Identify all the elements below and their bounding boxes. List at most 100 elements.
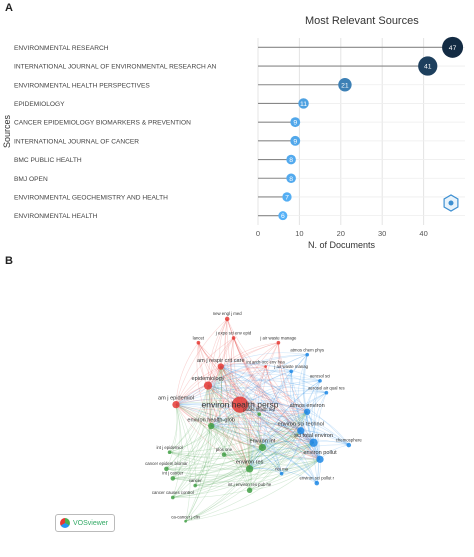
network-edge bbox=[169, 385, 209, 453]
network-node-label: environ pollut bbox=[303, 450, 337, 456]
lollipop-dot bbox=[418, 56, 438, 76]
network-edge bbox=[211, 425, 321, 460]
network-edge bbox=[194, 385, 211, 486]
network-edge bbox=[207, 385, 321, 460]
y-tick-label: ENVIRONMENTAL RESEARCH bbox=[14, 45, 109, 52]
data-label: 21 bbox=[341, 82, 349, 89]
network-edge bbox=[249, 447, 263, 491]
network-edge bbox=[278, 342, 321, 460]
network-edge bbox=[297, 354, 308, 431]
network-edge bbox=[220, 362, 266, 367]
network-node-label: environ sci technol bbox=[278, 422, 324, 428]
network-edge bbox=[262, 380, 321, 448]
network-edge bbox=[300, 392, 327, 431]
y-tick-label: BMJ OPEN bbox=[14, 176, 48, 183]
network-edge bbox=[289, 371, 302, 431]
network-edge bbox=[210, 354, 308, 427]
network-edge bbox=[211, 425, 301, 436]
network-edge bbox=[172, 459, 321, 483]
lollipop-dot bbox=[286, 154, 296, 165]
network-edge bbox=[259, 411, 308, 417]
network-edge bbox=[175, 404, 263, 448]
network-edge bbox=[265, 366, 308, 413]
network-edge bbox=[207, 385, 225, 455]
network-edge bbox=[249, 411, 308, 470]
network-edge bbox=[207, 374, 321, 386]
network-node bbox=[258, 443, 267, 452]
network-edge bbox=[220, 342, 279, 367]
network-edge bbox=[300, 430, 349, 446]
lollipop-dot bbox=[286, 173, 296, 184]
network-edge bbox=[175, 404, 308, 419]
network-edge bbox=[196, 342, 212, 427]
network-edge bbox=[207, 385, 250, 491]
network-edge bbox=[220, 366, 230, 455]
network-edge bbox=[172, 425, 212, 498]
network-edge bbox=[195, 442, 314, 486]
network-edge bbox=[169, 447, 263, 458]
network-edge bbox=[220, 352, 308, 367]
network-node-label: int j environ res pub he bbox=[228, 482, 272, 487]
network-edge bbox=[166, 425, 212, 470]
network-edge bbox=[166, 468, 250, 476]
network-edge bbox=[233, 337, 321, 460]
network-edge bbox=[172, 447, 263, 498]
y-tick-label: CANCER EPIDEMIOLOGY BIOMARKERS & PREVENT… bbox=[14, 120, 191, 127]
network-edge bbox=[306, 411, 321, 460]
x-tick-label: 20 bbox=[337, 229, 345, 238]
network-edge bbox=[175, 404, 314, 444]
network-edge bbox=[194, 366, 222, 486]
network-edge bbox=[207, 385, 314, 443]
network-edge bbox=[198, 342, 308, 413]
network-edge bbox=[169, 366, 222, 453]
network-edge bbox=[220, 366, 318, 484]
network-edge bbox=[208, 318, 228, 427]
network-node-label: public health rep bbox=[243, 407, 275, 412]
network-edge bbox=[290, 371, 321, 460]
network-edge bbox=[302, 354, 308, 412]
network-node-label: new engl j med bbox=[213, 311, 243, 316]
network-edge bbox=[172, 442, 314, 479]
network-edge bbox=[175, 404, 263, 448]
network-edge bbox=[175, 404, 301, 432]
network-edge bbox=[169, 451, 321, 468]
network-edge bbox=[220, 366, 260, 415]
network-edge bbox=[175, 404, 321, 460]
network-edge bbox=[207, 385, 314, 443]
network-node bbox=[170, 495, 175, 500]
data-label: 9 bbox=[293, 138, 297, 145]
network-edge bbox=[166, 385, 209, 470]
network-edge bbox=[300, 430, 318, 484]
network-edge bbox=[169, 425, 212, 453]
network-node-label: atmos environ bbox=[290, 403, 325, 409]
network-edge bbox=[175, 354, 308, 405]
network-edge bbox=[248, 342, 279, 469]
network-edge bbox=[220, 366, 314, 443]
vosviewer-badge-text: VOSviewer bbox=[73, 519, 109, 527]
network-edge bbox=[281, 411, 308, 474]
network-edge bbox=[175, 318, 228, 405]
network-edge bbox=[220, 366, 302, 431]
network-node-label: aerosol sci bbox=[310, 374, 331, 379]
data-label: 8 bbox=[289, 176, 293, 183]
network-edge bbox=[258, 413, 314, 443]
y-tick-label: ENVIRONMENTAL HEALTH bbox=[14, 213, 98, 220]
network-edge bbox=[175, 404, 318, 484]
network-node bbox=[231, 396, 249, 413]
network-edge bbox=[262, 442, 314, 450]
network-edge bbox=[185, 411, 308, 522]
network-node-label: environ health-glob bbox=[187, 417, 235, 423]
network-edge bbox=[195, 468, 250, 486]
network-edge bbox=[210, 366, 266, 427]
network-edge bbox=[207, 379, 327, 394]
network-node bbox=[246, 487, 253, 494]
network-edge bbox=[219, 318, 228, 367]
network-edge bbox=[175, 403, 349, 446]
network-edge bbox=[207, 385, 308, 413]
network-edge bbox=[172, 468, 250, 498]
network-edge bbox=[249, 392, 327, 470]
network-edge bbox=[207, 369, 292, 386]
lollipop-dot bbox=[290, 135, 301, 146]
network-node bbox=[224, 316, 230, 322]
network-edge bbox=[172, 385, 209, 498]
